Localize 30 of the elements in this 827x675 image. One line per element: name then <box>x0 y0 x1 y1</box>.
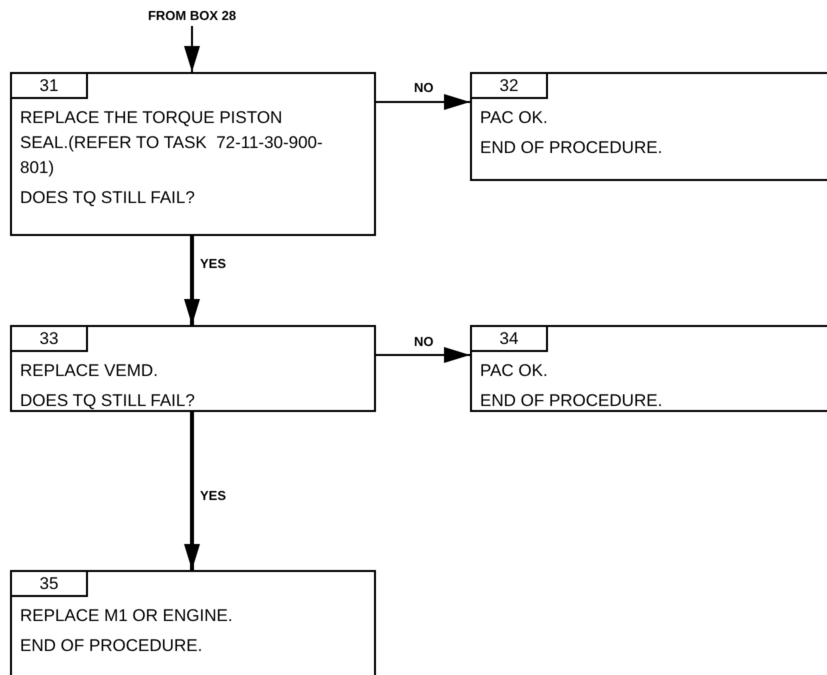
step-text: DOES TQ STILL FAIL? <box>20 187 196 209</box>
process-box <box>10 570 376 675</box>
process-box <box>470 325 827 412</box>
arrow <box>376 94 470 110</box>
number-tab: 33 <box>12 327 88 352</box>
process-box <box>10 325 376 412</box>
source-text: FROM BOX 28 <box>140 6 244 26</box>
arrow <box>376 347 470 363</box>
edge-label: NO <box>414 80 434 95</box>
edge-label: NO <box>414 334 434 349</box>
step-text: REPLACE THE TORQUE PISTON SEAL.(REFER TO TASK 72-11-30-900-801) <box>20 107 324 179</box>
edge-label: YES <box>200 488 226 503</box>
step-text: END OF PROCEDURE. <box>480 390 664 412</box>
number-tab: 32 <box>472 74 548 99</box>
arrow <box>184 236 200 325</box>
number-tab: 35 <box>12 572 88 597</box>
step-text: REPLACE M1 OR ENGINE. <box>20 605 234 627</box>
arrow <box>184 412 200 570</box>
process-box <box>470 72 827 181</box>
process-box <box>10 72 376 236</box>
number-tab: 31 <box>12 74 88 99</box>
edge-label: YES <box>200 256 226 271</box>
arrow <box>184 26 200 72</box>
step-text: PAC OK. <box>480 107 549 129</box>
step-text: PAC OK. <box>480 360 549 382</box>
number-tab: 34 <box>472 327 548 352</box>
step-text: REPLACE VEMD. <box>20 360 159 382</box>
step-text: END OF PROCEDURE. <box>480 137 664 159</box>
step-text: END OF PROCEDURE. <box>20 635 204 657</box>
step-text: DOES TQ STILL FAIL? <box>20 390 196 412</box>
